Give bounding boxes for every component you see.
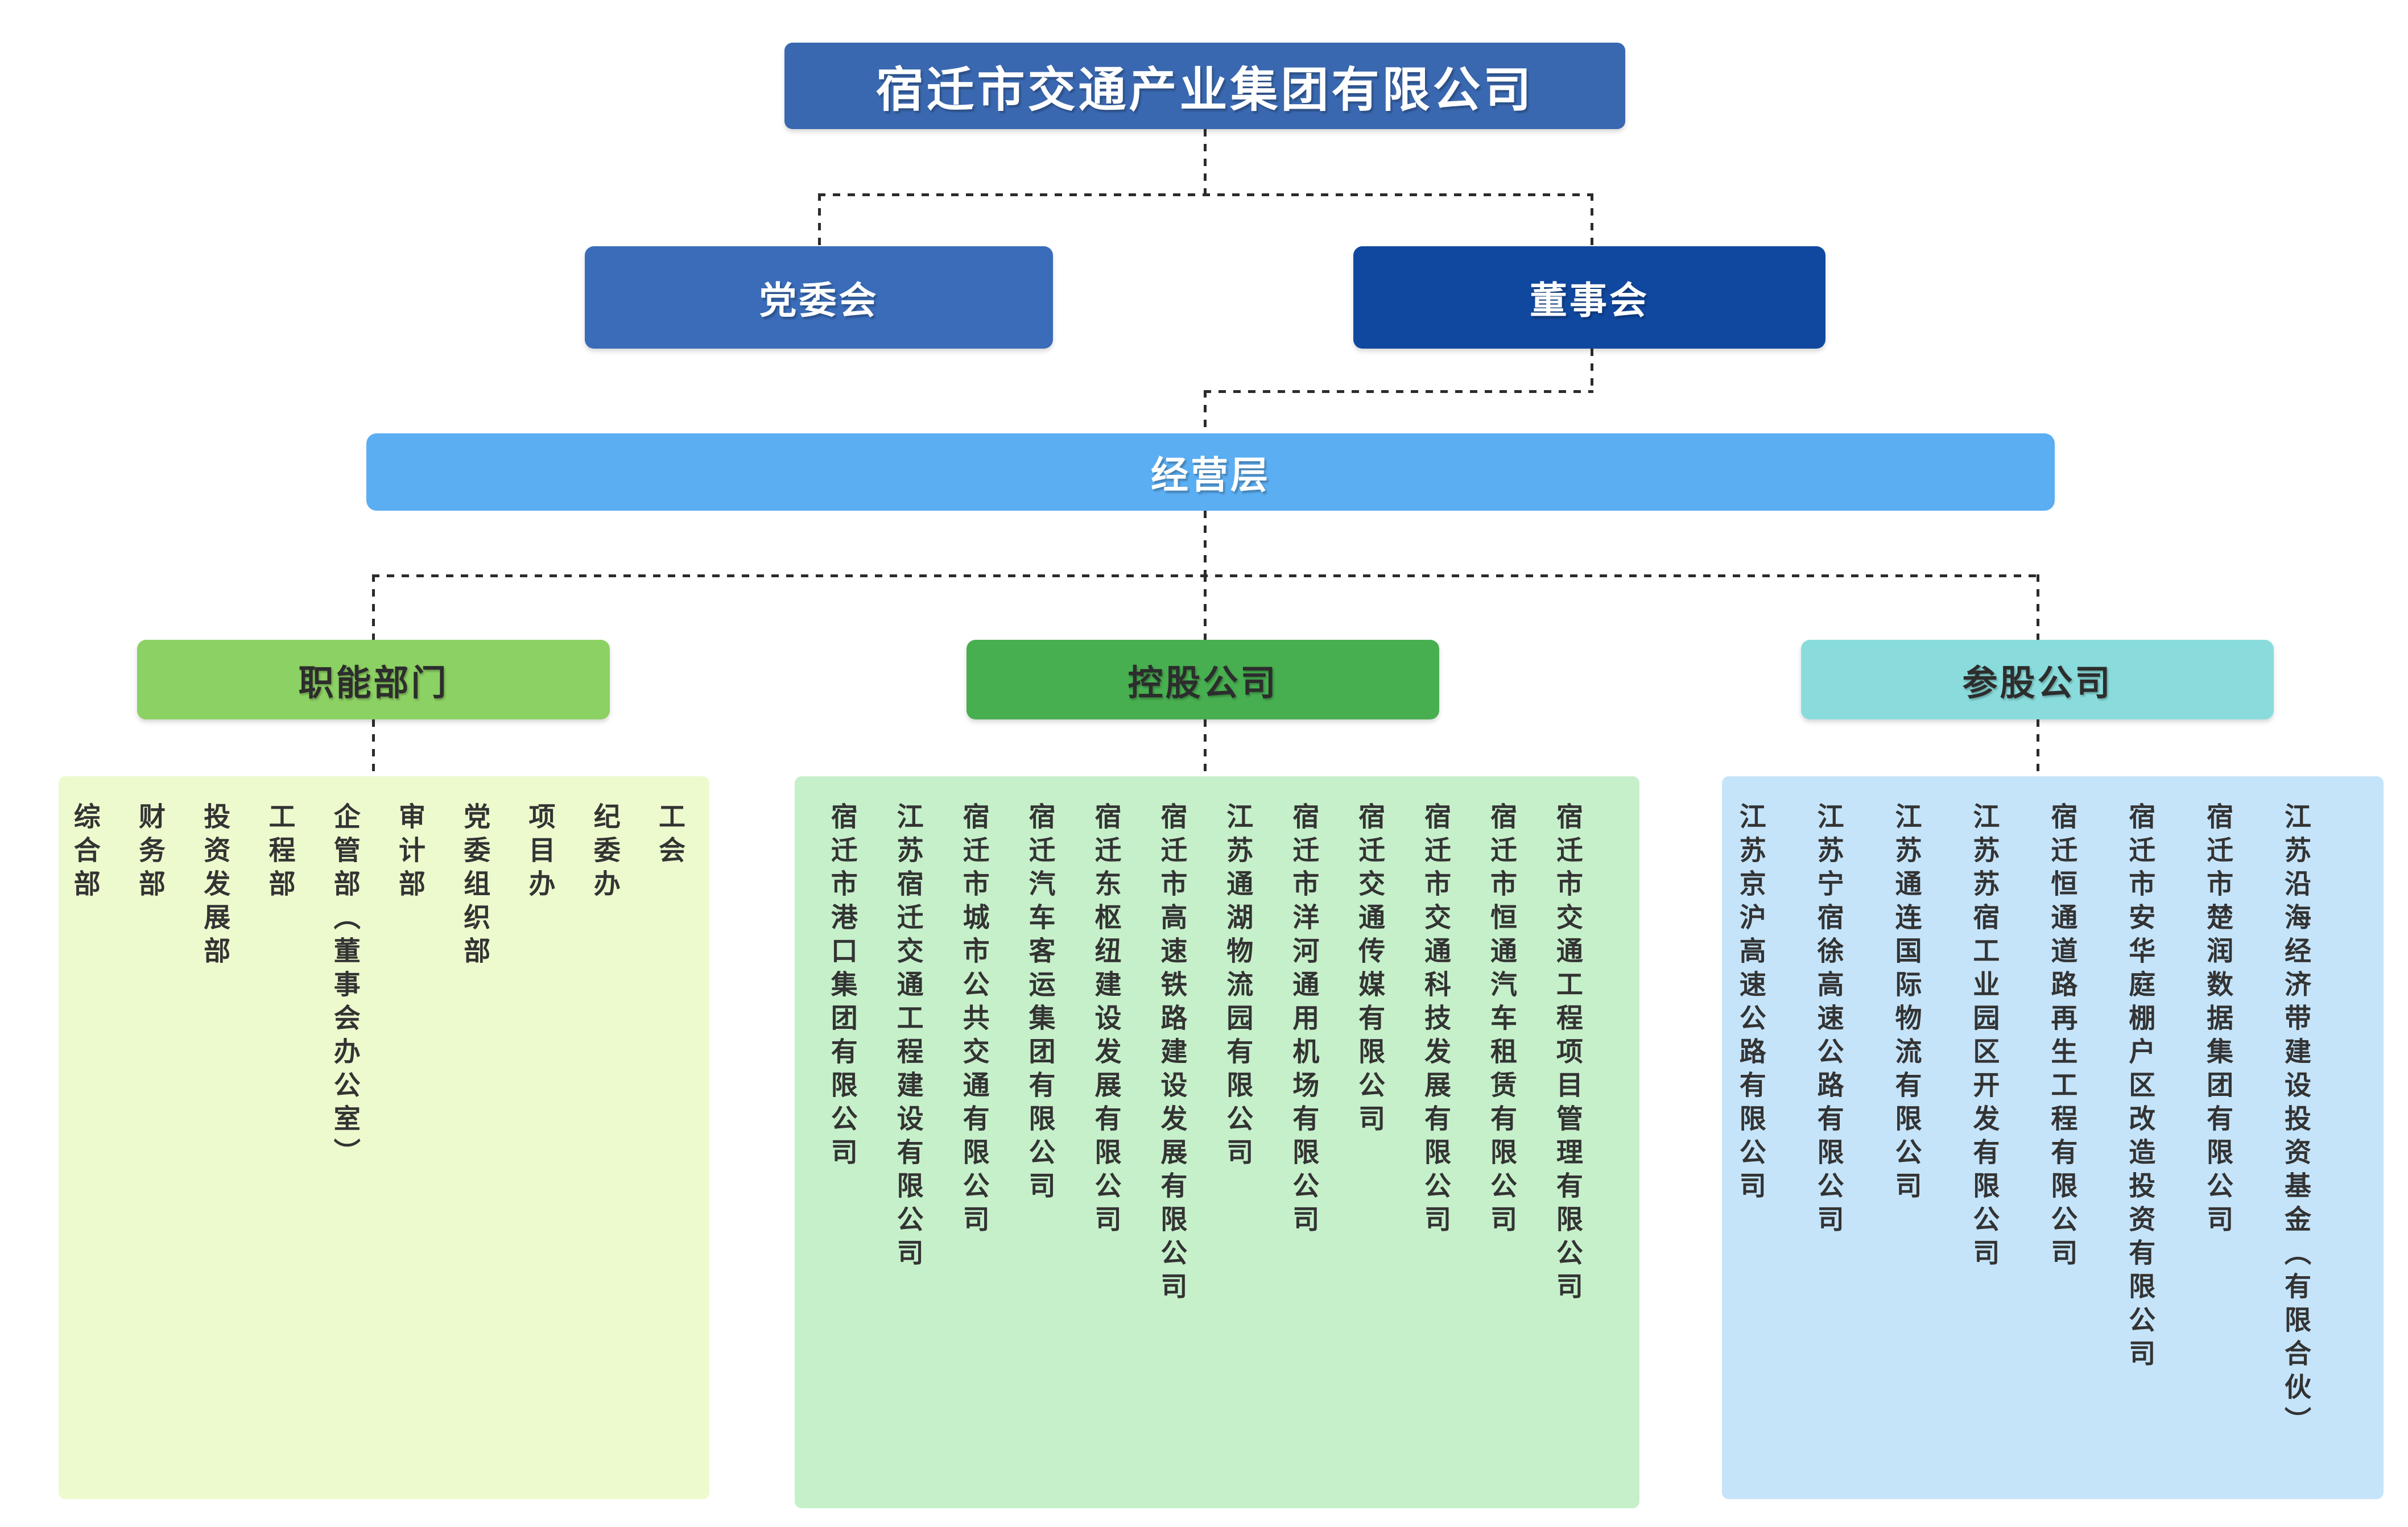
connector-to-party: [818, 193, 821, 246]
invested-company-item: 江苏京沪高速公路有限公司: [1735, 802, 1766, 1205]
connector-functional-header-to-panel: [372, 719, 375, 776]
invested-company-item: 江苏苏宿工业园区开发有限公司: [1969, 802, 2000, 1272]
invested-company-item: 宿迁市楚润数据集团有限公司: [2203, 802, 2233, 1239]
department-item: 企管部（董事会办公室）: [329, 802, 360, 1172]
connector-title-split: [818, 193, 1593, 196]
department-item: 纪委办: [589, 802, 620, 903]
holding-company-item: 宿迁交通传媒有限公司: [1354, 802, 1385, 1138]
connector-holding-header-to-panel: [1204, 719, 1207, 776]
invested-company-item: 宿迁市安华庭棚户区改造投资有限公司: [2125, 802, 2155, 1373]
department-item: 工程部: [265, 802, 295, 903]
holding-company-item: 宿迁市洋河通用机场有限公司: [1288, 802, 1319, 1239]
connector-board-to-center: [1204, 390, 1593, 393]
group-header-label: 参股公司: [1962, 664, 2113, 703]
department-item: 项目办: [524, 802, 555, 903]
group-header-label: 职能部门: [298, 664, 449, 703]
connector-title-stem: [1204, 129, 1207, 193]
department-item: 审计部: [395, 802, 425, 903]
panel-invested-companies: 江苏京沪高速公路有限公司 江苏宁宿徐高速公路有限公司 江苏通连国际物流有限公司 江苏苏…: [1722, 776, 2384, 1499]
holding-company-item: 宿迁市城市公共交通有限公司: [959, 802, 989, 1239]
holding-company-item: 江苏宿迁交通工程建设有限公司: [893, 802, 923, 1272]
board-of-directors-label: 董事会: [1530, 279, 1649, 321]
connector-to-management: [1204, 390, 1207, 433]
board-of-directors-box: 董事会: [1353, 246, 1825, 349]
connector-to-board: [1591, 193, 1593, 246]
holding-company-item: 宿迁市交通科技发展有限公司: [1420, 802, 1451, 1239]
department-item: 党委组织部: [460, 802, 490, 970]
holding-company-item: 宿迁市交通工程项目管理有限公司: [1552, 802, 1583, 1306]
holding-company-item: 宿迁汽车客运集团有限公司: [1025, 802, 1055, 1205]
department-item: 工会: [655, 802, 685, 870]
panel-holding-companies: 宿迁市港口集团有限公司 江苏宿迁交通工程建设有限公司 宿迁市城市公共交通有限公司 宿迁…: [795, 776, 1639, 1508]
connector-management-stem: [1204, 511, 1207, 574]
root-company-label: 宿迁市交通产业集团有限公司: [875, 63, 1534, 117]
party-committee-box: 党委会: [585, 246, 1053, 349]
holding-company-item: 宿迁市恒通汽车租赁有限公司: [1486, 802, 1517, 1239]
department-item: 财务部: [135, 802, 165, 903]
invested-company-item: 江苏通连国际物流有限公司: [1891, 802, 1922, 1205]
group-header-functional-departments: 职能部门: [137, 640, 610, 719]
management-layer-bar: 经营层: [366, 433, 2055, 511]
panel-functional-departments: 综合部 财务部 投资发展部 工程部 企管部（董事会办公室） 审计部 党委组织部 项目办 纪委办 工…: [59, 776, 709, 1499]
department-item: 投资发展部: [200, 802, 230, 970]
invested-company-item: 江苏宁宿徐高速公路有限公司: [1813, 802, 1844, 1239]
connector-to-functional-header: [372, 574, 375, 640]
department-item: 综合部: [69, 802, 100, 903]
holding-company-item: 宿迁市高速铁路建设发展有限公司: [1156, 802, 1187, 1306]
holding-company-item: 宿迁市港口集团有限公司: [827, 802, 857, 1172]
connector-board-down: [1591, 349, 1593, 390]
management-layer-label: 经营层: [1151, 454, 1270, 496]
invested-company-item: 宿迁恒通道路再生工程有限公司: [2047, 802, 2077, 1272]
party-committee-label: 党委会: [759, 279, 879, 321]
holding-company-item: 宿迁东枢纽建设发展有限公司: [1091, 802, 1121, 1239]
connector-invested-header-to-panel: [2037, 719, 2039, 776]
holding-company-item: 江苏通湖物流园有限公司: [1222, 802, 1253, 1172]
connector-to-invested-header: [2037, 574, 2039, 640]
group-header-invested-companies: 参股公司: [1801, 640, 2274, 719]
invested-company-item: 江苏沿海经济带建设投资基金（有限合伙）: [2280, 802, 2311, 1440]
connector-to-holding-header: [1204, 574, 1207, 640]
group-header-label: 控股公司: [1127, 664, 1278, 703]
group-header-holding-companies: 控股公司: [966, 640, 1439, 719]
root-company-box: 宿迁市交通产业集团有限公司: [784, 43, 1625, 129]
